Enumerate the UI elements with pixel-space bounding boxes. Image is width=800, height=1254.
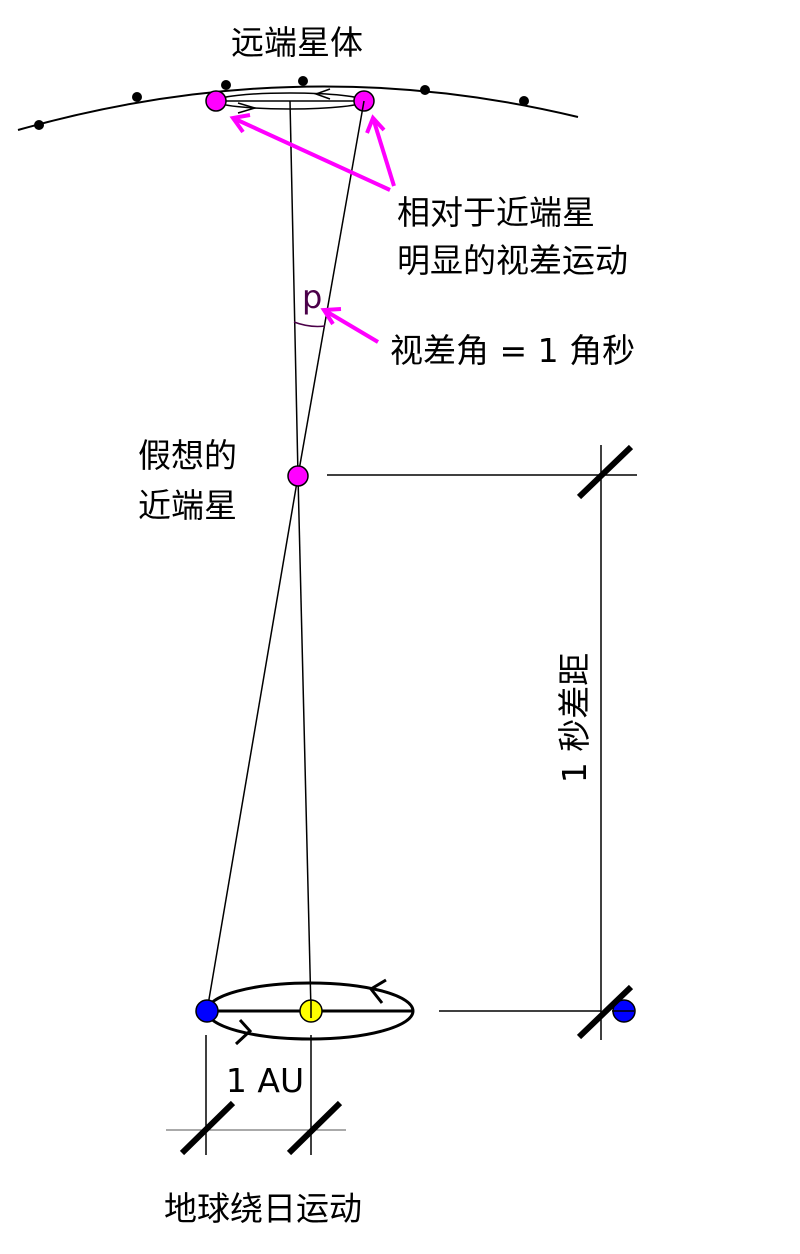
label-au: 1 AU <box>226 1061 304 1100</box>
distant-stars-arc <box>17 85 579 131</box>
angle-symbol: p <box>302 278 322 316</box>
label-apparent-motion-1: 相对于近端星 <box>397 193 595 232</box>
annotation-arrows <box>229 113 396 344</box>
label-distant-stars: 远端星体 <box>231 23 363 62</box>
label-parsec: 1 秒差距 <box>555 653 594 784</box>
distant-star-dots <box>34 76 529 130</box>
label-apparent-motion-2: 明显的视差运动 <box>397 241 628 280</box>
apparent-star-left <box>205 90 227 112</box>
label-hypothetical-star-1: 假想的 <box>138 436 237 475</box>
arrow-head <box>313 88 331 100</box>
arrow-head <box>237 102 258 114</box>
parallax-angle-arc <box>293 321 326 328</box>
earth <box>195 999 219 1023</box>
label-hypothetical-star-2: 近端星 <box>138 486 237 525</box>
hypothetical-star <box>287 465 309 487</box>
label-earth-orbit: 地球绕日运动 <box>164 1189 362 1228</box>
label-parallax-angle: 视差角 = 1 角秒 <box>390 331 635 370</box>
orbit-arrow <box>368 978 387 1004</box>
orbit-arrow <box>234 1018 253 1046</box>
